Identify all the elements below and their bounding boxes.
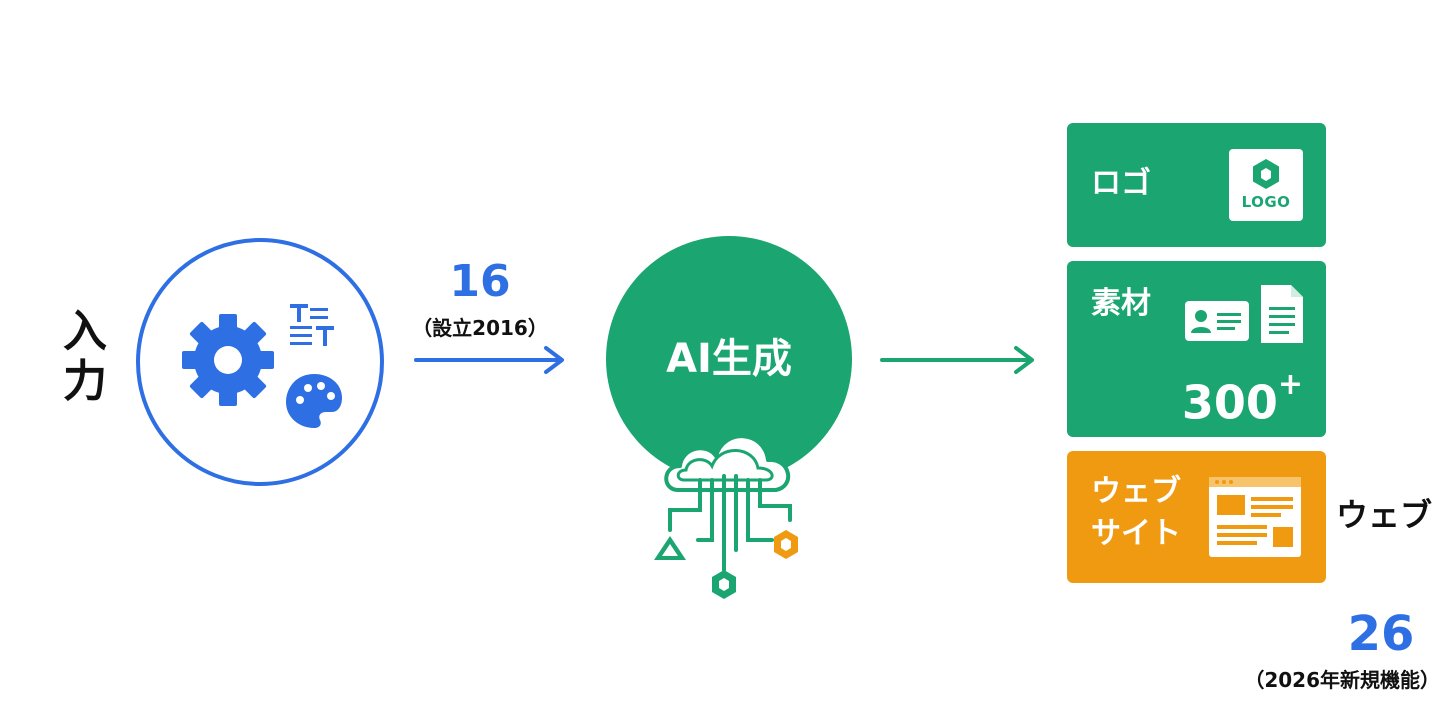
output-card-assets: 素材 300+ (1067, 261, 1326, 437)
input-icons (182, 304, 342, 428)
input-label-line1: 入 (63, 306, 107, 357)
arrow-right-icon (414, 346, 564, 374)
logo-text: LOGO (1241, 193, 1291, 211)
card-title-website-line1: ウェブ (1091, 474, 1181, 509)
card-title-logo: ロゴ (1091, 166, 1151, 201)
logo-mark-icon (1253, 159, 1279, 189)
card-title-assets: 素材 (1091, 286, 1151, 321)
card-title-website: ウェブ サイト (1091, 471, 1201, 555)
card-title-website-line2: サイト (1091, 516, 1181, 551)
stat-left-value: 16 (449, 256, 511, 307)
browser-window-icon (1209, 477, 1301, 557)
text-format-icon (290, 304, 334, 346)
output-card-website: ウェブ サイト (1067, 451, 1326, 583)
assets-count-suffix: + (1277, 367, 1303, 402)
output-card-logo: ロゴ LOGO (1067, 123, 1326, 247)
input-circle (136, 238, 384, 486)
stat-left-caption: （設立2016） (412, 316, 548, 340)
asset-icons (1185, 285, 1303, 343)
stat-right-caption: （2026年新規機能） (1244, 668, 1440, 692)
gear-icon (182, 314, 274, 406)
input-label-line2: 力 (63, 356, 107, 407)
arrow-right-icon (880, 346, 1034, 374)
stat-right-value: 26 (1347, 606, 1415, 662)
assets-count: 300+ (1163, 365, 1303, 430)
ai-label: AI生成 (666, 336, 792, 382)
document-icon (1261, 285, 1303, 343)
logo-preview: LOGO (1229, 149, 1303, 221)
input-label: 入 力 (60, 307, 110, 407)
website-outer-label: ウェブ (1336, 496, 1433, 534)
assets-count-value: 300 (1181, 375, 1278, 430)
cloud-network-icon (654, 434, 798, 599)
palette-icon (286, 374, 342, 428)
id-card-icon (1185, 301, 1249, 341)
